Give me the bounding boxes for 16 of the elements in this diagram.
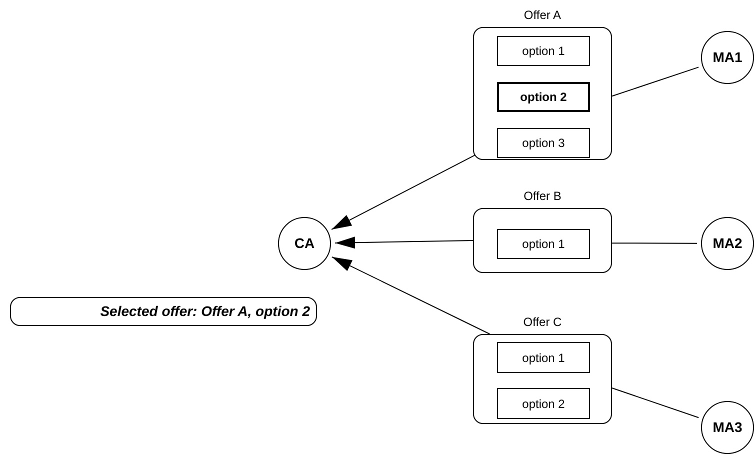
selection-note: Selected offer: Offer A, option 2 (10, 297, 317, 326)
arrow (331, 256, 490, 334)
connector-line (612, 242, 698, 244)
option-box: option 1 (497, 229, 590, 259)
offer-heading: Offer A (522, 7, 562, 23)
option-box: option 1 (497, 36, 590, 66)
option-box: option 2 (497, 82, 590, 112)
arrow (334, 236, 474, 249)
option-box: option 2 (497, 388, 590, 419)
connector-line (612, 66, 700, 97)
offer-heading: Offer C (522, 314, 563, 330)
option-box: option 1 (497, 342, 590, 373)
option-box: option 3 (497, 128, 590, 158)
arrow (331, 154, 476, 230)
offer-heading: Offer B (522, 188, 562, 204)
connector-line (612, 388, 700, 418)
